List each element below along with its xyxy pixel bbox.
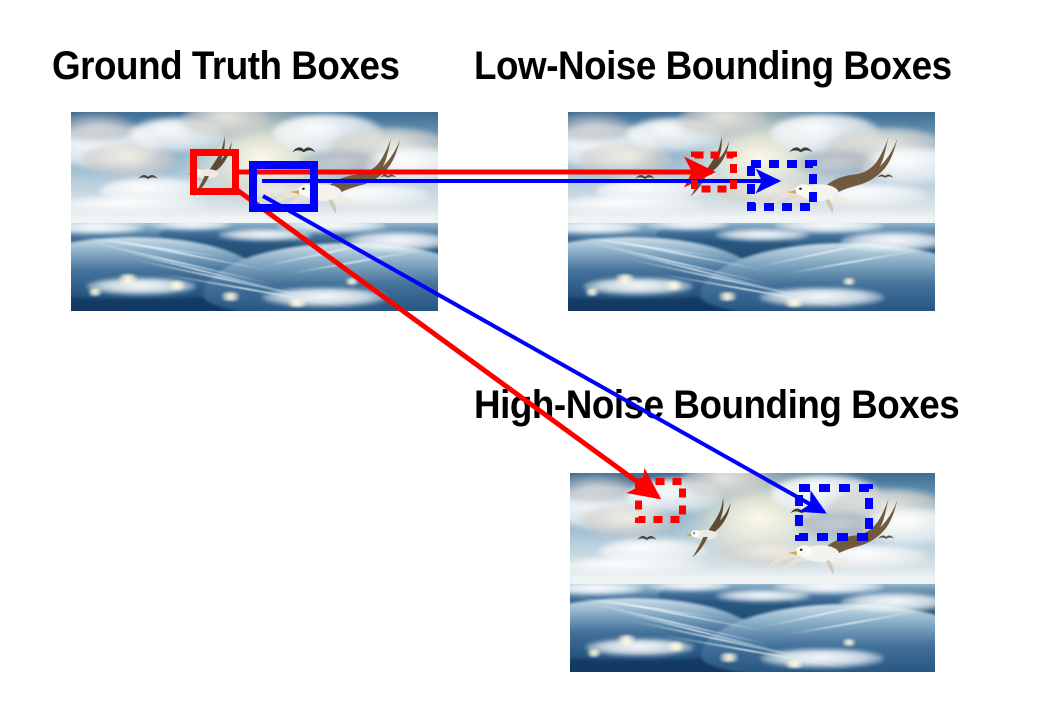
seagull-distant — [291, 144, 317, 158]
foam — [774, 584, 884, 595]
sun-sparkle — [115, 274, 141, 284]
sun-sparkle — [839, 277, 858, 285]
seagull-distant — [876, 172, 894, 182]
seascape-scene — [570, 473, 935, 672]
sun-sparkle — [217, 291, 244, 302]
foam — [570, 584, 643, 595]
sun-sparkle — [342, 277, 361, 285]
sun-sparkle — [584, 649, 603, 658]
foam — [773, 223, 884, 234]
seagull-distant — [877, 533, 895, 543]
sun-sparkle — [840, 638, 859, 646]
image-panel-high-noise — [570, 473, 935, 672]
sun-sparkle — [613, 635, 640, 645]
seagull-small — [166, 135, 254, 212]
sun-sparkle — [582, 288, 602, 297]
foam — [650, 584, 731, 592]
seagull-distant — [634, 172, 656, 184]
sea-layer — [71, 223, 438, 311]
sun-sparkle — [612, 274, 638, 284]
foam — [840, 593, 935, 613]
image-panel-ground-truth — [71, 112, 438, 311]
sun-sparkle — [716, 652, 742, 663]
sea-layer — [570, 584, 935, 672]
cloud — [568, 113, 635, 142]
foam — [71, 223, 145, 234]
foam — [716, 589, 811, 602]
sun-sparkle — [781, 659, 808, 669]
seagull-distant — [137, 172, 159, 184]
foam — [839, 232, 935, 252]
seascape-scene — [71, 112, 438, 311]
seagull-distant — [789, 505, 815, 519]
seagull-small — [663, 135, 751, 212]
image-panel-low-noise — [568, 112, 935, 311]
seagull-small — [665, 496, 753, 573]
panel-title-high-noise: High-Noise Bounding Boxes — [474, 383, 960, 427]
cloud — [181, 112, 270, 136]
panel-title-low-noise: Low-Noise Bounding Boxes — [474, 44, 952, 88]
seagull-distant — [379, 172, 397, 182]
seagull-distant — [788, 144, 814, 158]
seagull-distant — [636, 533, 658, 545]
panel-title-ground-truth: Ground Truth Boxes — [52, 44, 400, 88]
seascape-scene — [568, 112, 935, 311]
sea-layer — [568, 223, 935, 311]
sun-sparkle — [85, 288, 105, 297]
seagull-large — [753, 489, 899, 592]
sun-sparkle — [166, 281, 189, 290]
sun-sparkle — [664, 642, 687, 651]
cloud — [678, 112, 767, 136]
foam — [151, 223, 233, 231]
cloud — [71, 113, 138, 142]
